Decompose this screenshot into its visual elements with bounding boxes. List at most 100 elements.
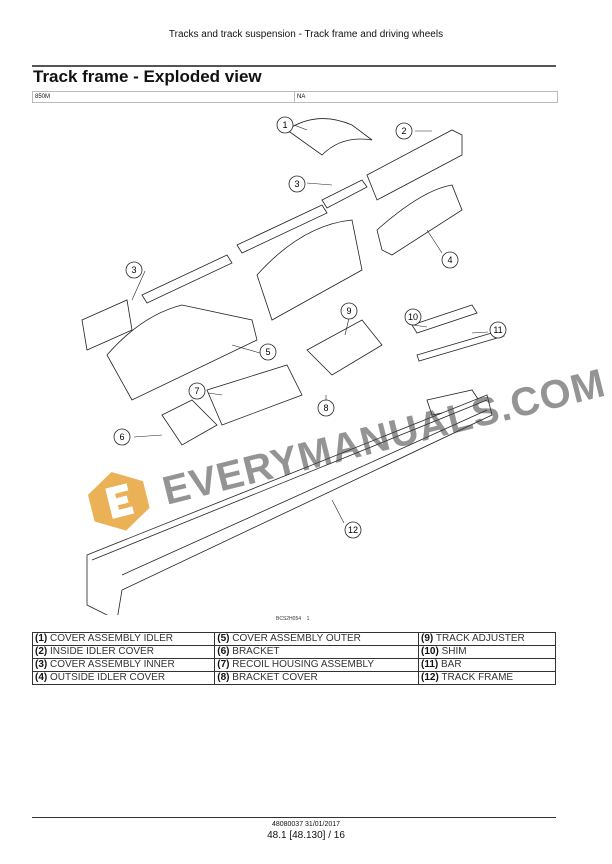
svg-text:1: 1 [282,120,287,130]
part-cell: (3) COVER ASSEMBLY INNER [31,658,216,672]
page-title: Track frame - Exploded view [33,67,262,86]
cover-assembly-inner-part [236,204,328,254]
parts-row: (3) COVER ASSEMBLY INNER(7) RECOIL HOUSI… [31,658,556,672]
svg-text:6: 6 [119,432,124,442]
cover-assembly-inner-part [321,179,368,209]
svg-text:3: 3 [294,179,299,189]
part-number: (12) [421,672,439,683]
inside-idler-cover-part [366,129,463,201]
cover-assembly-idler-part [286,118,373,156]
svg-text:7: 7 [194,386,199,396]
parts-row: (4) OUTSIDE IDLER COVER(8) BRACKET COVER… [31,671,556,685]
part-name: RECOIL HOUSING ASSEMBLY [232,659,374,670]
section-header: Tracks and track suspension - Track fram… [168,29,444,40]
part-name: BRACKET COVER [232,672,318,683]
parts-row: (2) INSIDE IDLER COVER(6) BRACKET(10) SH… [31,645,556,659]
callout-8: 8 [317,399,335,417]
outside-idler-cover-part [376,184,463,256]
part-name: COVER ASSEMBLY IDLER [50,633,174,644]
callout-2: 2 [395,122,413,140]
svg-text:5: 5 [265,347,270,357]
callout-12: 12 [344,521,362,539]
part-number: (2) [35,646,48,657]
footer-page-number: 48.1 [48.130] / 16 [267,830,345,841]
part-number: (4) [35,672,48,683]
bracket-part [161,399,218,446]
callout-3: 3 [288,175,306,193]
svg-text:11: 11 [493,325,502,335]
parts-legend-table: (1) COVER ASSEMBLY IDLER(5) COVER ASSEMB… [31,632,556,685]
parts-legend-body: (1) COVER ASSEMBLY IDLER(5) COVER ASSEMB… [31,632,556,685]
part-number: (9) [421,633,434,644]
cover-assembly-inner-part [81,299,133,351]
part-number: (5) [217,633,230,644]
part-number: (6) [217,646,230,657]
footer-doc-id: 48080037 31/01/2017 [271,821,341,828]
track-frame-edge [121,409,488,576]
track-adjuster-part [306,319,383,376]
parts-row: (1) COVER ASSEMBLY IDLER(5) COVER ASSEMB… [31,632,556,646]
part-cell: (12) TRACK FRAME [418,671,556,685]
cover-assembly-inner-part [141,254,233,304]
watermark-logo-icon [87,472,150,531]
svg-text:8: 8 [323,403,328,413]
track-frame-edge [91,399,488,561]
part-number: (10) [421,646,439,657]
variant-cell: NA [297,94,306,100]
part-name: BRACKET [232,646,280,657]
figure-code: BCS2H054 [276,616,302,622]
callout-4: 4 [441,251,459,269]
callout-6: 6 [113,428,131,446]
part-number: (3) [35,659,48,670]
part-cell: (1) COVER ASSEMBLY IDLER [31,632,216,646]
svg-text:10: 10 [408,312,418,322]
part-number: (11) [421,659,439,670]
part-cell: (10) SHIM [418,645,556,659]
callout-5: 5 [259,343,277,361]
shim-part [411,304,478,334]
part-name: OUTSIDE IDLER COVER [50,672,166,683]
part-name: COVER ASSEMBLY INNER [50,659,175,670]
exploded-view-drawing: 1 2 3 4 3 5 9 10 11 7 8 6 12 [81,116,507,615]
svg-text:9: 9 [346,306,351,316]
title-rule [32,65,556,67]
callout-3b: 3 [125,261,143,279]
callout-9: 9 [340,302,358,320]
part-name: SHIM [441,646,467,657]
part-cell: (8) BRACKET COVER [214,671,419,685]
figure-caption: BCS2H054 1 [276,616,309,622]
svg-text:3: 3 [131,265,136,275]
part-name: TRACK FRAME [441,672,514,683]
part-name: INSIDE IDLER COVER [50,646,154,657]
callout-10: 10 [404,308,422,326]
part-name: BAR [441,659,462,670]
part-cell: (2) INSIDE IDLER COVER [31,645,216,659]
part-number: (7) [217,659,230,670]
callouts: 1 2 3 4 3 5 9 10 11 7 8 6 12 [113,116,507,539]
track-frame-part [86,394,493,615]
part-number: (8) [217,672,230,683]
callout-7: 7 [188,382,206,400]
callout-1: 1 [276,116,294,134]
model-row: 850M NA [32,91,558,103]
cover-assembly-outer-part [106,304,258,401]
recoil-housing-part [206,364,303,426]
footer-rule [32,817,556,818]
part-cell: (6) BRACKET [214,645,419,659]
part-name: TRACK ADJUSTER [435,633,525,644]
bar-part [416,329,505,362]
svg-text:4: 4 [447,255,452,265]
part-cell: (5) COVER ASSEMBLY OUTER [214,632,419,646]
model-cell: 850M [33,92,295,102]
part-cell: (9) TRACK ADJUSTER [418,632,556,646]
figure-number: 1 [306,616,310,622]
part-cell: (7) RECOIL HOUSING ASSEMBLY [214,658,419,672]
part-number: (1) [35,633,48,644]
callout-11: 11 [489,321,507,339]
part-name: COVER ASSEMBLY OUTER [232,633,361,644]
svg-text:2: 2 [401,126,406,136]
part-cell: (11) BAR [418,658,556,672]
cover-assembly-outer-part [256,219,363,321]
part-cell: (4) OUTSIDE IDLER COVER [31,671,216,685]
